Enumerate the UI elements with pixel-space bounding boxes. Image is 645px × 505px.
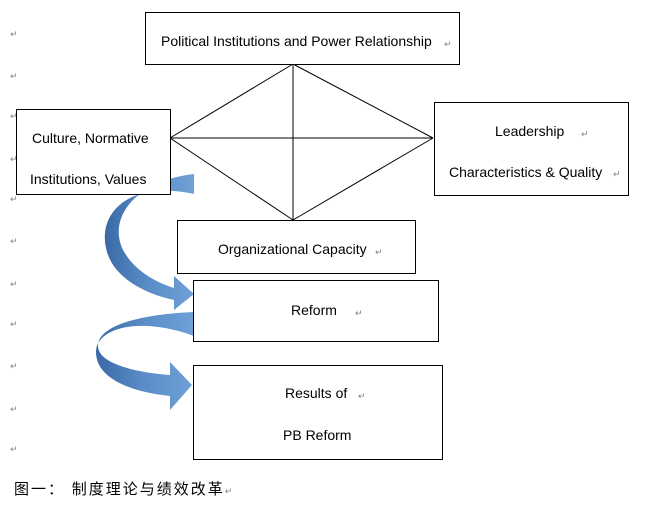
leadership-label-line2: Characteristics & Quality [449, 164, 603, 180]
margin-paragraph-mark: ↵ [10, 445, 18, 455]
results-label-line1: Results of [285, 385, 348, 401]
political-institutions-label: Political Institutions and Power Relatio… [161, 33, 432, 49]
leadership-box: Leadership ↵ Characteristics & Quality ↵ [434, 102, 629, 196]
paragraph-mark: ↵ [358, 392, 366, 402]
margin-paragraph-mark: ↵ [10, 405, 18, 415]
margin-paragraph-mark: ↵ [10, 195, 18, 205]
margin-paragraph-mark: ↵ [10, 280, 18, 290]
culture-label-line1: Culture, Normative [32, 130, 149, 146]
organizational-capacity-box: Organizational Capacity ↵ [177, 220, 416, 274]
culture-label-line2: Institutions, Values [30, 171, 147, 187]
curved-arrow-1 [104, 174, 194, 310]
margin-paragraph-mark: ↵ [10, 112, 18, 122]
results-label-line2: PB Reform [283, 427, 352, 443]
organizational-capacity-label: Organizational Capacity [218, 241, 367, 257]
margin-paragraph-mark: ↵ [10, 72, 18, 82]
paragraph-mark: ↵ [375, 248, 383, 258]
paragraph-mark: ↵ [355, 309, 363, 319]
paragraph-mark: ↵ [581, 130, 589, 140]
margin-paragraph-mark: ↵ [10, 320, 18, 330]
figure-caption: 图一： 制度理论与绩效改革↵ [14, 478, 232, 499]
figure-caption-text: 图一： 制度理论与绩效改革 [14, 480, 225, 498]
leadership-label-line1: Leadership [495, 123, 565, 139]
margin-paragraph-mark: ↵ [10, 155, 18, 165]
margin-paragraph-mark: ↵ [10, 30, 18, 40]
margin-paragraph-mark: ↵ [10, 237, 18, 247]
paragraph-mark: ↵ [613, 170, 621, 180]
political-institutions-box: Political Institutions and Power Relatio… [145, 12, 460, 65]
reform-box: Reform ↵ [193, 280, 439, 342]
paragraph-mark: ↵ [444, 40, 452, 50]
reform-label: Reform [291, 302, 337, 318]
curved-arrow-2 [96, 312, 194, 410]
diamond-edge-top-left [169, 63, 294, 139]
margin-paragraph-mark: ↵ [10, 362, 18, 372]
diamond-edge-bottom-right [292, 137, 434, 221]
diamond-edge-top-right [292, 63, 434, 139]
paragraph-mark: ↵ [224, 487, 233, 497]
diamond-edge-bottom-left [169, 137, 294, 221]
results-box: Results of ↵ PB Reform [193, 365, 443, 460]
culture-box: Culture, Normative Institutions, Values [16, 109, 171, 195]
